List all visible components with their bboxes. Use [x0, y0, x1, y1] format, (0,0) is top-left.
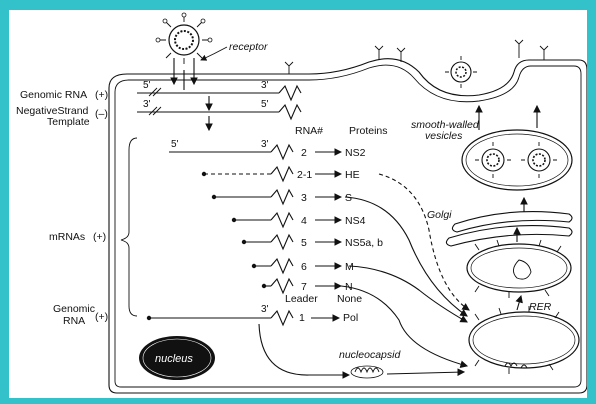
genomic-rna-strand: 5' 3': [137, 80, 301, 100]
three-prime-label-1: 3': [261, 80, 269, 91]
protein-label: M: [345, 261, 354, 273]
rna-number: 6: [301, 261, 307, 273]
poly-a-tail: [271, 279, 293, 293]
rna-number: 7: [301, 281, 307, 293]
receptor-label: receptor: [229, 41, 268, 53]
protein-label: NS5a, b: [345, 237, 383, 249]
rna-number-1: 1: [299, 312, 305, 324]
budding-virus: [445, 56, 477, 88]
three-prime-label-3: 3': [261, 304, 269, 315]
genomic-rna-2-label-a: Genomic: [53, 303, 95, 315]
leader-label: Leader: [285, 293, 318, 305]
mrnas-label: mRNAs: [49, 231, 85, 243]
membrane-spikes: [285, 40, 548, 74]
five-prime-label-row: 5': [171, 139, 179, 150]
virus-particle: [156, 13, 212, 64]
poly-a-tail: [271, 259, 293, 273]
poly-a-tail: [271, 145, 293, 159]
negative-strand: 3' 5': [137, 96, 301, 130]
rna-number: 3: [301, 192, 307, 204]
mrnas-sign: (+): [93, 231, 106, 243]
golgi-label: Golgi: [427, 209, 452, 221]
poly-a-tail: [271, 235, 293, 249]
coronavirus-replication-diagram: receptor Genomic RNA (+) NegativeStrand …: [9, 10, 587, 398]
template-label: Template: [47, 116, 90, 128]
mrna-row: 5' 3' 2 NS2: [169, 139, 366, 159]
mrnas-brace: [121, 138, 137, 316]
rna-number: 4: [301, 215, 307, 227]
five-prime-label-2: 5': [261, 99, 269, 110]
poly-a-tail: [271, 213, 293, 227]
rna-number-header: RNA#: [295, 125, 323, 137]
three-prime-label-2: 3': [143, 99, 151, 110]
protein-pol: Pol: [343, 312, 358, 324]
genomic-rna-2-label-b: RNA: [63, 315, 85, 327]
rer-label: RER: [529, 301, 552, 313]
rer-lower: [469, 306, 579, 374]
negative-strand-sign: (–): [95, 108, 108, 120]
mrna-row: 2-1 HE: [202, 167, 360, 181]
golgi-apparatus: [446, 212, 572, 246]
genomic-rna-row: 3' Leader None 1 Pol: [147, 293, 362, 325]
rer-upper: [467, 240, 571, 298]
none-label: None: [337, 293, 362, 305]
nucleus: nucleus: [139, 336, 215, 380]
nucleus-label: nucleus: [155, 353, 193, 365]
diagram-frame: receptor Genomic RNA (+) NegativeStrand …: [9, 10, 587, 398]
five-prime-label-1: 5': [143, 80, 151, 91]
nucleocapsid-coil: [351, 366, 383, 378]
smooth-walled-vesicle: [462, 130, 572, 190]
nucleocapsid-label: nucleocapsid: [339, 349, 401, 361]
vesicles-label: vesicles: [425, 130, 463, 142]
mrna-row: 5 NS5a, b: [242, 235, 383, 249]
genomic-rna-label: Genomic RNA: [20, 89, 87, 101]
mrna-row: 4 NS4: [232, 213, 366, 227]
poly-a-tail: [271, 190, 293, 204]
poly-a-tail: [271, 167, 293, 181]
genomic-rna-sign: (+): [95, 89, 108, 101]
three-prime-label-row: 3': [261, 139, 269, 150]
genomic-rna-2-sign: (+): [95, 311, 108, 323]
proteins-header: Proteins: [349, 125, 388, 137]
rna-number: 2: [301, 147, 307, 159]
rna-number: 5: [301, 237, 307, 249]
protein-label: HE: [345, 169, 360, 181]
protein-label: NS2: [345, 147, 366, 159]
rna-number: 2-1: [297, 169, 312, 181]
protein-label: NS4: [345, 215, 366, 227]
